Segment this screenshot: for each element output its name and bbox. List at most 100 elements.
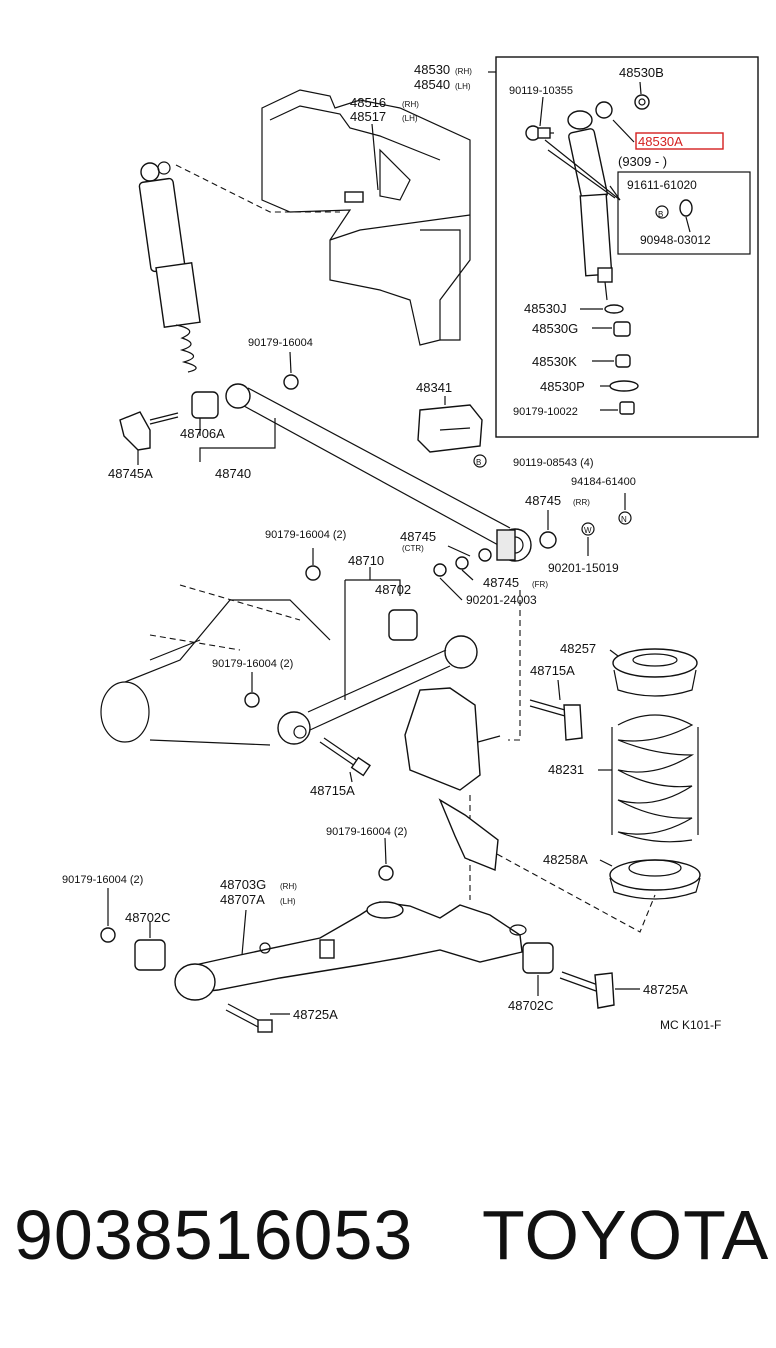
label-48530-rh: (RH) — [455, 67, 472, 76]
label-n: N — [621, 515, 627, 524]
label-90201-24003: 90201-24003 — [466, 593, 537, 607]
bushing-48706A[interactable] — [191, 391, 219, 419]
label-48231: 48231 — [548, 762, 584, 777]
footer: 9038516053 TOYOTA — [0, 1195, 776, 1295]
label-b-2: B — [476, 458, 481, 467]
label-48540: 48540 — [414, 77, 450, 92]
label-w: W — [584, 526, 592, 535]
lower-control-arm-48703G[interactable] — [174, 901, 527, 1001]
inset-shock-absorber[interactable] — [544, 94, 650, 301]
washer-48745-ctr[interactable] — [478, 548, 492, 562]
label-48745-ctr-sub: (CTR) — [402, 544, 424, 553]
label-48745-rr: 48745 — [525, 493, 561, 508]
shock-absorber-left[interactable] — [138, 161, 201, 373]
label-90119-10355: 90119-10355 — [509, 85, 573, 97]
vehicle-frame — [261, 89, 471, 346]
label-48517: 48517 — [350, 109, 386, 124]
label-48745-fr-sub: (FR) — [532, 580, 548, 589]
label-90179-16004-b: 90179-16004 (2) — [265, 529, 346, 541]
label-90201-15019: 90201-15019 — [548, 561, 619, 575]
sub-inset-box — [617, 171, 751, 255]
label-48516-rh: (RH) — [402, 100, 419, 109]
coil-spring-48231[interactable] — [611, 714, 699, 843]
label-48707A: 48707A — [220, 892, 265, 907]
lateral-rod-48740[interactable] — [225, 383, 532, 562]
label-48530: 48530 — [414, 62, 450, 77]
label-48740: 48740 — [215, 466, 251, 481]
label-48341: 48341 — [416, 380, 452, 395]
bolt-48715A-lower[interactable] — [319, 737, 371, 777]
label-48702C-b: 48702C — [508, 998, 554, 1013]
control-arm-48710[interactable] — [277, 635, 478, 745]
bushing-48530K[interactable] — [615, 354, 631, 368]
bracket-48341[interactable] — [417, 404, 483, 453]
axle-housing — [100, 584, 501, 791]
brand-name: TOYOTA — [482, 1196, 770, 1274]
label-48710: 48710 — [348, 553, 384, 568]
nut-90179-16004-left[interactable] — [100, 927, 116, 943]
label-90179-10022: 90179-10022 — [513, 406, 578, 418]
label-mc-k101f: MC K101-F — [660, 1018, 721, 1032]
spring-seat-48258A[interactable] — [609, 859, 701, 900]
nut-90179-16004-mid[interactable] — [378, 865, 394, 881]
label-48530A-highlighted[interactable]: 48530A — [638, 134, 683, 149]
washer-48530J[interactable] — [604, 304, 624, 314]
spring-seat-48257[interactable] — [612, 648, 698, 697]
label-48715A-b: 48715A — [310, 783, 355, 798]
label-9309: (9309 - ) — [618, 154, 667, 169]
label-48516: 48516 — [350, 95, 386, 110]
bolt-48725A-left[interactable] — [225, 1003, 273, 1033]
label-48530K: 48530K — [532, 354, 577, 369]
label-b-1: B — [658, 210, 663, 219]
label-48707A-lh: (LH) — [280, 897, 296, 906]
label-48702: 48702 — [375, 582, 411, 597]
label-48745A: 48745A — [108, 466, 153, 481]
part-number: 9038516053 — [14, 1196, 414, 1274]
label-91611-61020: 91611-61020 — [627, 178, 697, 192]
bushing-48702C-right[interactable] — [522, 942, 554, 974]
bolt-48725A-right[interactable] — [559, 971, 615, 1009]
label-48725A-a: 48725A — [293, 1007, 338, 1022]
label-48745-rr-sub: (RR) — [573, 498, 590, 507]
washer-48745-fr[interactable] — [455, 556, 469, 570]
bushing-48530G[interactable] — [613, 321, 631, 337]
label-48725A-b: 48725A — [643, 982, 688, 997]
bolt-48745A[interactable] — [119, 411, 179, 451]
nut-90179-16004-2a[interactable] — [305, 565, 321, 581]
label-48517-lh: (LH) — [402, 114, 418, 123]
bushing-48702C-left[interactable] — [134, 939, 166, 971]
nut-90201-24003[interactable] — [433, 563, 447, 577]
mount-bracket — [438, 798, 499, 871]
label-48257: 48257 — [560, 641, 596, 656]
label-48530B: 48530B — [619, 65, 664, 80]
label-48703G: 48703G — [220, 877, 266, 892]
label-48745-ctr: 48745 — [400, 529, 436, 544]
highlight-box — [635, 132, 724, 150]
label-90179-16004-c: 90179-16004 (2) — [212, 658, 293, 670]
label-90179-16004-e: 90179-16004 (2) — [62, 874, 143, 886]
label-48530J: 48530J — [524, 301, 567, 316]
label-90948-03012: 90948-03012 — [640, 233, 711, 247]
inset-bolt[interactable] — [525, 125, 554, 141]
label-90179-16004-a: 90179-16004 — [248, 337, 313, 349]
label-48702C-a: 48702C — [125, 910, 171, 925]
label-48703G-rh: (RH) — [280, 882, 297, 891]
label-90119-08543: 90119-08543 (4) — [513, 457, 594, 469]
nut-90179-10022[interactable] — [619, 401, 635, 415]
label-48745-fr: 48745 — [483, 575, 519, 590]
nut-90179-16004-2b[interactable] — [244, 692, 260, 708]
nut-90179-16004[interactable] — [283, 374, 299, 390]
washer-48530P[interactable] — [609, 380, 639, 392]
bolt-48715A-upper[interactable] — [529, 699, 583, 741]
label-48706A: 48706A — [180, 426, 225, 441]
label-94184-61400: 94184-61400 — [571, 476, 636, 488]
parts-diagram: 48530 (RH) 48540 (LH) 48530B 90119-10355… — [62, 56, 759, 1033]
bushing-48745-rr[interactable] — [539, 531, 557, 549]
label-48530P: 48530P — [540, 379, 585, 394]
label-48258A: 48258A — [543, 852, 588, 867]
bushing-48702[interactable] — [388, 609, 418, 641]
label-90179-16004-d: 90179-16004 (2) — [326, 826, 407, 838]
detail-inset-box — [495, 56, 759, 438]
label-48540-lh: (LH) — [455, 82, 471, 91]
label-48530G: 48530G — [532, 321, 578, 336]
